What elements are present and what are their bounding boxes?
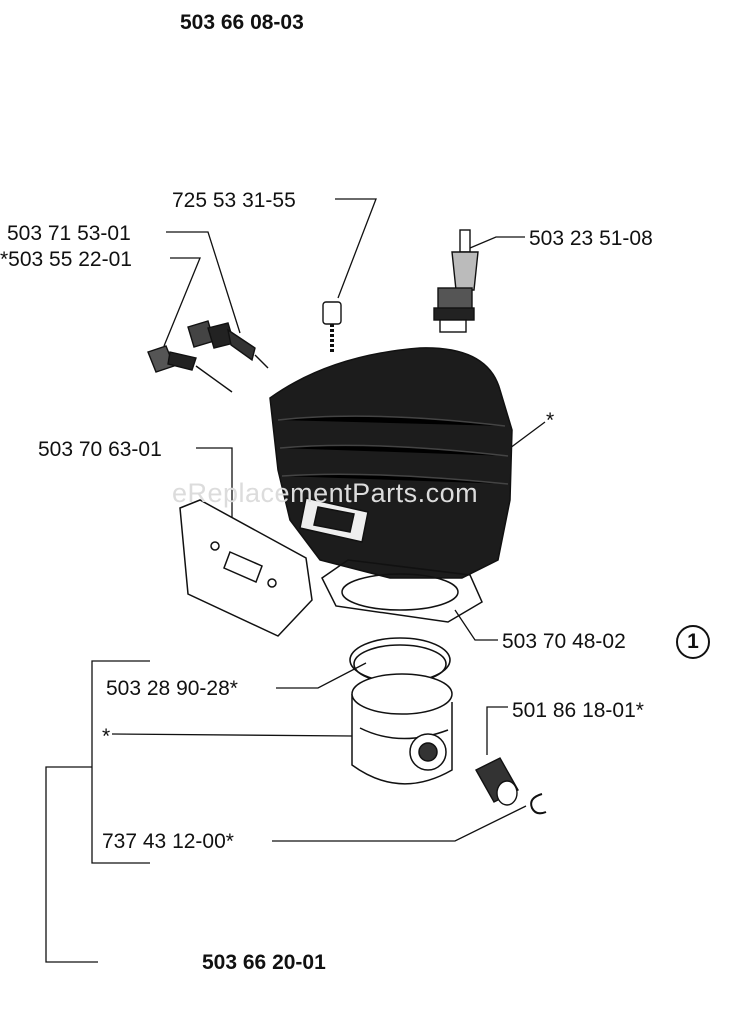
circlip-part (530, 793, 547, 815)
leader-decompression-valve (166, 231, 241, 334)
label-piston-ring: 503 28 90-28* (106, 677, 238, 700)
label-circlip: 737 43 12-00* (102, 830, 234, 853)
label-piston-asterisk: * (102, 725, 111, 748)
leader-piston (111, 733, 353, 737)
cylinder-gasket-part (321, 559, 483, 623)
leader-plug-screw (163, 257, 201, 347)
leader-muffler-gasket (196, 447, 233, 522)
piston-part (351, 673, 453, 785)
assembly-bracket (45, 660, 150, 963)
label-plug-screw: *503 55 22-01 (0, 248, 132, 271)
label-decompression-valve: 503 71 53-01 (7, 222, 131, 245)
callout-marker: 1 (676, 625, 710, 659)
leader-cylinder-gasket (454, 609, 498, 641)
plug-screw-part (147, 345, 233, 393)
muffler-gasket-part (179, 499, 313, 637)
cylinder-screw-part (322, 301, 342, 354)
label-spark-plug: 503 23 51-08 (529, 227, 653, 250)
leader-spark-plug (469, 236, 525, 249)
label-cylinder-gasket: 503 70 48-02 (502, 630, 626, 653)
leader-cylinder-screw (335, 198, 377, 299)
label-cylinder-screw: 725 53 31-55 (172, 189, 296, 212)
cylinder-part (269, 347, 513, 579)
decompression-valve-part (187, 320, 269, 369)
spark-plug-part (433, 229, 479, 333)
watermark: eReplacementParts.com (172, 478, 479, 508)
label-muffler-gasket: 503 70 63-01 (38, 438, 162, 461)
needle-bearing-part (475, 757, 519, 806)
assembly-number: 503 66 08-03 (180, 11, 304, 34)
leader-piston-ring (276, 662, 367, 689)
leader-needle-bearing (486, 706, 508, 755)
leader-circlip (272, 805, 527, 842)
kit-number: 503 66 20-01 (202, 951, 326, 974)
label-cylinder-asterisk: * (546, 409, 555, 432)
label-needle-bearing: 501 86 18-01* (512, 699, 644, 722)
